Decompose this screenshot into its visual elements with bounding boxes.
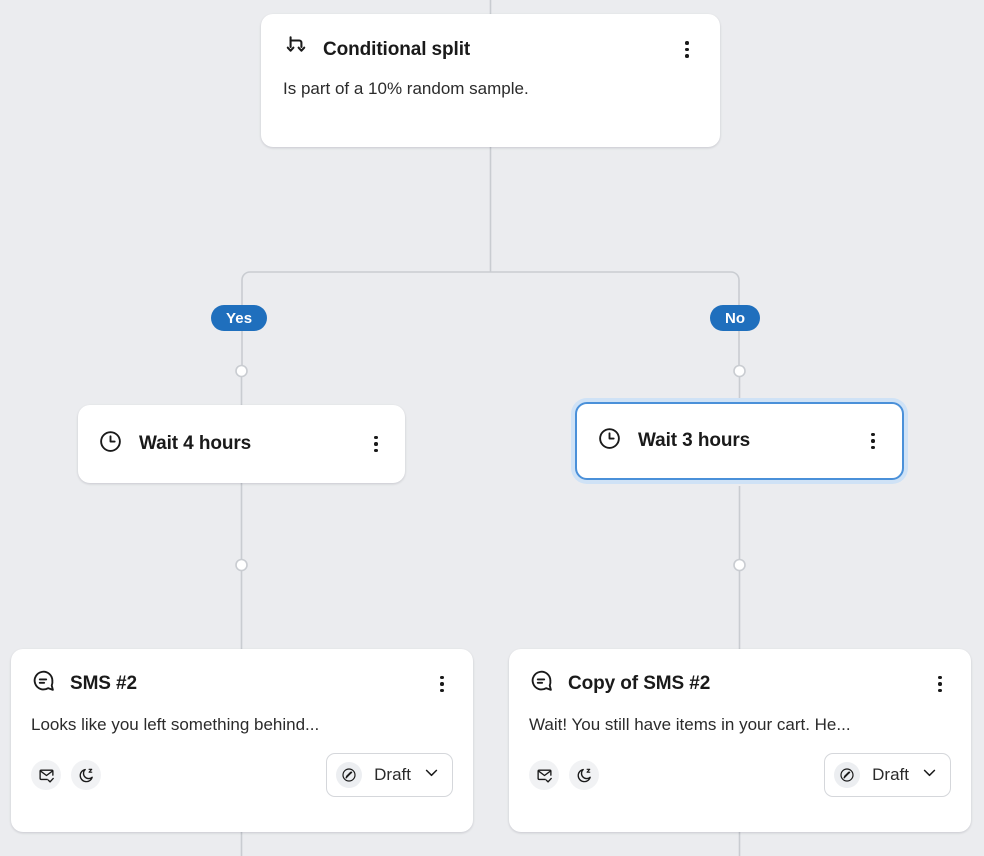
envelope-check-icon[interactable] — [31, 760, 61, 790]
kebab-menu-icon[interactable] — [431, 673, 453, 695]
kebab-menu-icon[interactable] — [929, 673, 951, 695]
node-copy-of-sms-2[interactable]: Copy of SMS #2 Wait! You still have item… — [509, 649, 971, 832]
card-footer: Draft — [529, 753, 951, 797]
envelope-check-icon[interactable] — [529, 760, 559, 790]
status-select-draft[interactable]: Draft — [824, 753, 951, 797]
node-conditional-split[interactable]: Conditional split Is part of a 10% rando… — [261, 14, 720, 147]
node-title: Wait 3 hours — [638, 430, 751, 451]
status-label: Draft — [374, 765, 411, 784]
node-title: Wait 4 hours — [139, 433, 252, 454]
message-bubble-icon — [529, 669, 554, 699]
node-title: SMS #2 — [70, 673, 137, 694]
pencil-draft-icon — [336, 762, 363, 788]
clock-icon — [98, 429, 123, 459]
branch-badge-no[interactable]: No — [710, 305, 761, 331]
card-header: Conditional split — [283, 34, 698, 65]
moon-quiet-hours-icon[interactable] — [71, 760, 101, 790]
node-wait-4-hours[interactable]: Wait 4 hours — [78, 405, 405, 483]
kebab-menu-icon[interactable] — [676, 39, 698, 61]
node-description: Is part of a 10% random sample. — [283, 79, 529, 98]
chevron-down-icon — [921, 764, 938, 786]
card-footer: Draft — [31, 753, 453, 797]
clock-icon — [597, 426, 622, 456]
branch-badge-yes[interactable]: Yes — [211, 305, 268, 331]
status-label: Draft — [872, 765, 909, 784]
chevron-down-icon — [423, 764, 440, 786]
node-title: Copy of SMS #2 — [568, 673, 711, 694]
node-wait-3-hours[interactable]: Wait 3 hours — [575, 402, 904, 480]
card-header: Copy of SMS #2 — [529, 669, 951, 699]
node-title: Conditional split — [323, 38, 471, 60]
message-preview: Wait! You still have items in your cart.… — [529, 715, 851, 734]
moon-quiet-hours-icon[interactable] — [569, 760, 599, 790]
message-bubble-icon — [31, 669, 56, 699]
status-select-draft[interactable]: Draft — [326, 753, 453, 797]
card-header: SMS #2 — [31, 669, 453, 699]
kebab-menu-icon[interactable] — [862, 430, 884, 452]
kebab-menu-icon[interactable] — [365, 433, 387, 455]
pencil-draft-icon — [834, 762, 861, 788]
split-arrow-icon — [283, 34, 309, 65]
node-sms-2[interactable]: SMS #2 Looks like you left something beh… — [11, 649, 473, 832]
message-preview: Looks like you left something behind... — [31, 715, 320, 734]
